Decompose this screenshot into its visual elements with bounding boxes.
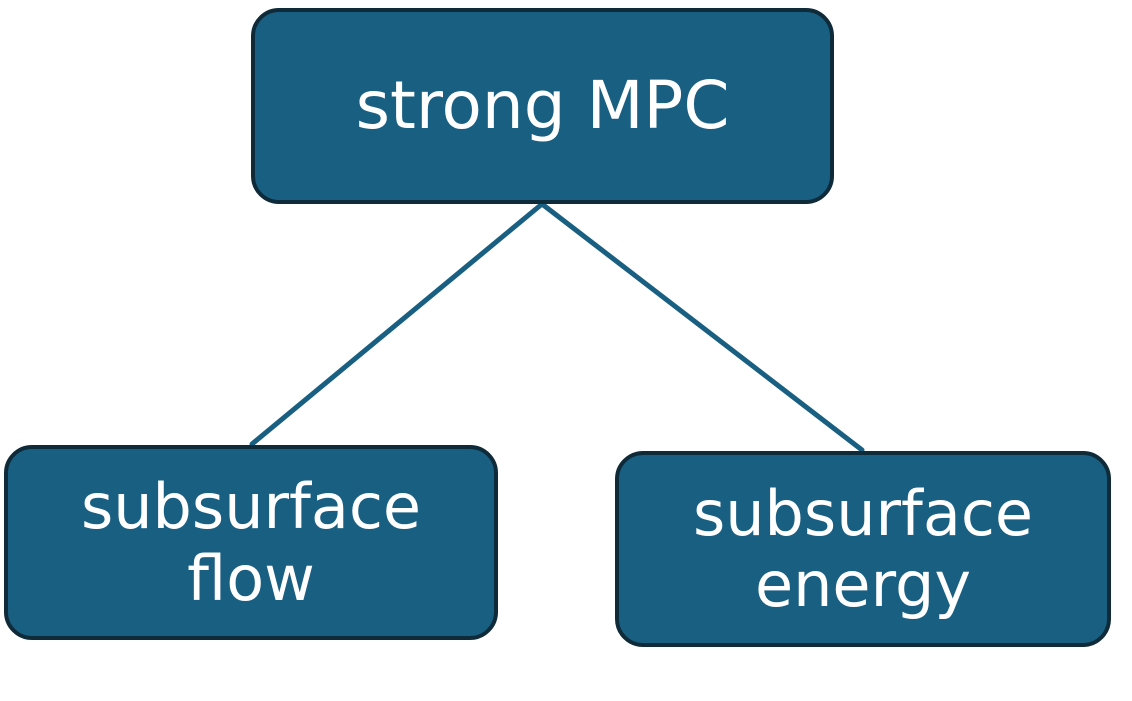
edge-root-to-right bbox=[539, 201, 865, 453]
node-subsurface-flow: subsurface flow bbox=[4, 445, 498, 640]
node-subsurface-energy: subsurface energy bbox=[615, 451, 1111, 647]
node-subsurface-flow-label: subsurface flow bbox=[80, 470, 422, 615]
edge-root-to-left bbox=[249, 201, 545, 447]
node-strong-mpc-label: strong MPC bbox=[355, 67, 730, 145]
node-subsurface-energy-label: subsurface energy bbox=[692, 476, 1034, 621]
node-strong-mpc: strong MPC bbox=[251, 8, 834, 204]
